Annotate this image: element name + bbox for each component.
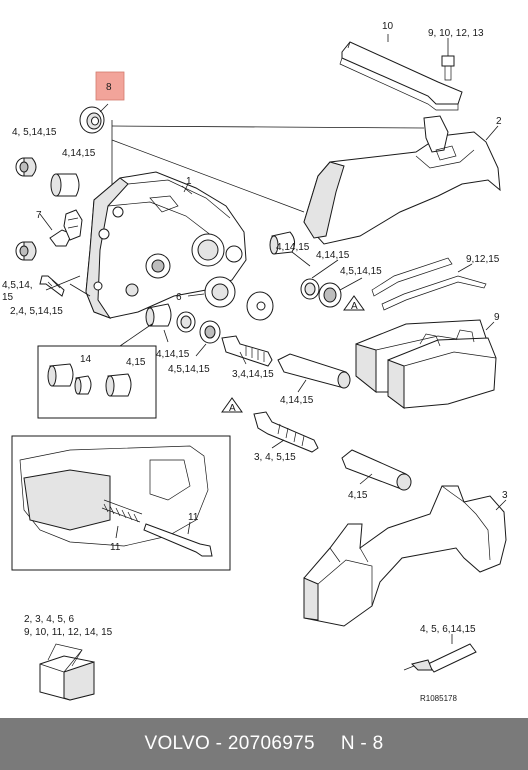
footer-dash: - xyxy=(215,733,223,754)
callout-4-15-b: 4,15 xyxy=(348,490,368,501)
reference-code: R1085178 xyxy=(420,694,457,703)
bushing-center-4 xyxy=(145,303,172,327)
seal-ring-part-8 xyxy=(79,103,109,134)
lever-part-10 xyxy=(339,41,463,111)
callout-9-10-12-13: 9, 10, 12, 13 xyxy=(428,28,484,39)
grease-label: 4, 5, 6,14,15 xyxy=(420,624,476,635)
retaining-spring-1 xyxy=(371,257,453,297)
callout-4-15-a: 4,15 xyxy=(126,357,146,368)
callout-6: 6 xyxy=(176,292,182,303)
callout-4-14-15-e: 4,14,15 xyxy=(280,395,314,406)
callout-a-2: A xyxy=(229,403,236,414)
bolt-part-13 xyxy=(441,38,455,81)
kit-label-line-2: 9, 10, 11, 12, 14, 15 xyxy=(24,627,113,638)
callout-15-b: 15 xyxy=(2,292,14,303)
housing-part-2 xyxy=(303,115,501,245)
footer-brand: VOLVO xyxy=(144,733,211,754)
callout-10: 10 xyxy=(382,21,394,32)
screw-part-2 xyxy=(39,275,65,297)
callout-11-a: 11 xyxy=(188,512,199,523)
callout-9: 9 xyxy=(494,312,500,323)
callout-a-1: A xyxy=(351,301,358,312)
callout-14: 14 xyxy=(80,354,92,365)
callout-4-14-15-c: 4,14,15 xyxy=(316,250,350,261)
callout-11-b: 11 xyxy=(110,542,121,553)
carrier-part-3 xyxy=(303,485,507,627)
callout-4-14-15-d: 4,14,15 xyxy=(156,349,190,360)
bushing-center-2 xyxy=(300,278,320,300)
callout-4-14-15-b: 4,14,15 xyxy=(276,242,310,253)
inset-spring-pin xyxy=(11,435,231,571)
parts-diagram: 10 9, 10, 12, 13 2 8 4, 5,14,15 4,14,15 … xyxy=(2,21,508,703)
callout-7: 7 xyxy=(36,210,42,221)
callout-3-4-5-15: 3, 4, 5,15 xyxy=(254,452,296,463)
callout-4-14-15-a: 4,14,15 xyxy=(62,148,96,159)
callout-3-4-14-15: 3,4,14,15 xyxy=(232,369,274,380)
callout-1: 1 xyxy=(186,176,192,187)
footer-part-number: 20706975 xyxy=(227,733,315,754)
disc-part-6 xyxy=(187,276,274,321)
callout-labels: 10 9, 10, 12, 13 2 8 4, 5,14,15 4,14,15 … xyxy=(2,21,508,703)
marker-a-lower xyxy=(221,397,243,413)
callout-2: 2 xyxy=(496,116,502,127)
callout-2-4-5-14-15: 2,4, 5,14,15 xyxy=(10,306,63,317)
retaining-spring-2 xyxy=(381,275,487,311)
callout-9-12-15: 9,12,15 xyxy=(466,254,500,265)
callout-4-5-14-15-b: 4,5,14,15 xyxy=(340,266,382,277)
inset-bushings xyxy=(37,323,157,419)
bushing-left-low xyxy=(15,241,37,261)
footer-position: N - 8 xyxy=(340,733,384,754)
callout-4-5-14-15-a: 4, 5,14,15 xyxy=(12,127,57,138)
brake-pad-front xyxy=(387,329,497,409)
clip-part-7 xyxy=(49,209,83,247)
callout-8-highlight xyxy=(95,71,125,101)
kit-box-icon xyxy=(39,643,95,701)
marker-a-upper xyxy=(343,295,365,311)
grease-tube-icon xyxy=(403,643,477,673)
bushing-center-5 xyxy=(176,311,196,333)
leader-lines xyxy=(39,34,507,644)
caliper-body-part-1 xyxy=(85,171,247,320)
footer-bar: VOLVO - 20706975 N - 8 xyxy=(0,718,528,770)
callout-4-5-14-b: 4,5,14, xyxy=(2,280,33,291)
callout-4-5-14-15-c: 4,5,14,15 xyxy=(168,364,210,375)
bushing-left-top xyxy=(15,157,37,177)
bushing-left-mid xyxy=(50,173,80,197)
bushing-center-1 xyxy=(269,231,296,255)
bushing-center-6 xyxy=(199,320,221,344)
bushing-center-3 xyxy=(318,282,342,308)
kit-label-line-1: 2, 3, 4, 5, 6 xyxy=(24,614,74,625)
callout-8: 8 xyxy=(106,82,112,93)
guide-bolt-lower xyxy=(253,411,319,453)
callout-3: 3 xyxy=(502,490,508,501)
guide-sleeve-lower xyxy=(341,449,412,491)
guide-bolt-upper xyxy=(221,335,273,367)
guide-sleeve-upper xyxy=(277,353,351,389)
